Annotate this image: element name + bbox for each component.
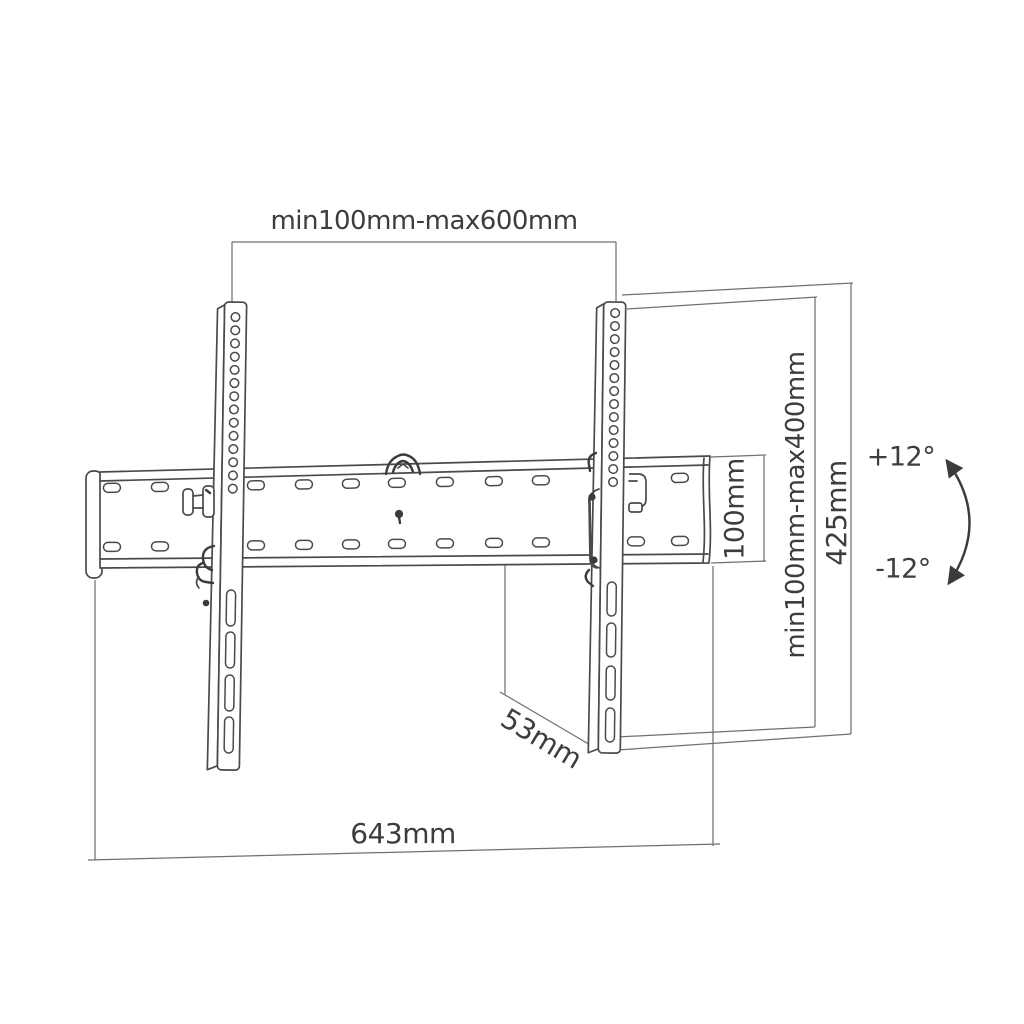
dim-top-span xyxy=(231,241,617,303)
plate-slots-bottom-row xyxy=(102,535,690,553)
dim-label-vesa-hole-pitch: 100mm xyxy=(719,458,751,560)
left-rail-slots xyxy=(223,589,237,754)
dim-label-bracket-height: 425mm xyxy=(820,460,853,566)
right-rail-slots xyxy=(604,581,618,743)
tilt-range-arc xyxy=(945,458,971,586)
right-rail-clamp-block xyxy=(628,473,647,513)
right-rail-strap xyxy=(584,451,601,588)
left-rail-holes xyxy=(227,312,241,494)
tilt-down-label: -12° xyxy=(875,553,931,585)
plate-center-keyhole xyxy=(394,509,404,525)
plate-center-hook-tab xyxy=(384,453,422,476)
dim-100 xyxy=(710,454,767,564)
dim-label-wall-plate-span: min100mm-max600mm xyxy=(270,206,578,236)
dim-label-plate-width: 643mm xyxy=(350,817,456,850)
dimension-lines xyxy=(87,241,854,861)
dim-label-vesa-vertical-range: min100mm-max400mm xyxy=(781,351,811,659)
plate-slots-top-row xyxy=(102,472,690,494)
left-rail-tilt-knob xyxy=(182,485,215,518)
left-rail-bottom-clamp xyxy=(195,544,216,607)
dim-643 xyxy=(87,566,721,861)
right-rail-holes xyxy=(608,307,621,488)
dim-vesa-vertical xyxy=(616,296,818,738)
left-vesa-rail xyxy=(206,301,248,771)
right-vesa-rail xyxy=(587,301,627,754)
dim-425 xyxy=(602,282,854,752)
dim-53 xyxy=(499,560,605,754)
tilt-up-label: +12° xyxy=(866,441,936,473)
